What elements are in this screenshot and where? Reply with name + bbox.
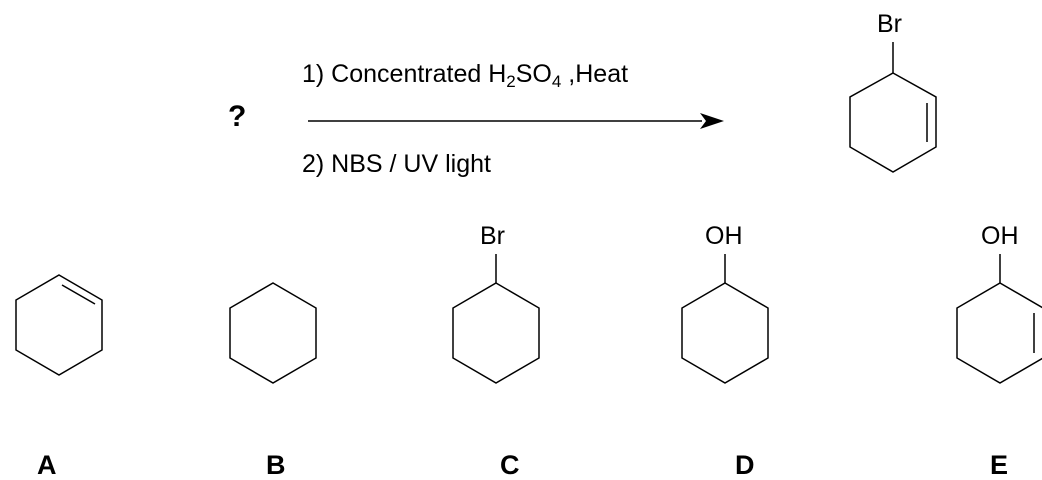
ring-d (681, 282, 769, 384)
choice-letter-c: C (500, 450, 520, 480)
structure-e (956, 254, 1042, 384)
reaction-arrow (308, 113, 724, 129)
condition-step-2: 2) NBS / UV light (302, 150, 491, 178)
condition-step-1-sub1: 2 (506, 72, 516, 91)
condition-step-1-sub2: 4 (551, 72, 562, 91)
ring-c (452, 282, 540, 384)
structure-d (681, 254, 769, 384)
substituent-label-e: OH (981, 222, 1019, 250)
structure-b (229, 282, 317, 384)
ring-b (229, 282, 317, 384)
choice-letter-a: A (37, 450, 57, 480)
condition-step-1: 1) Concentrated H2SO4 ,Heat (302, 60, 629, 91)
ring-e (956, 282, 1042, 384)
unknown-starting-material: ? (228, 100, 247, 133)
structure-c (452, 254, 540, 384)
choice-letter-e: E (990, 450, 1009, 480)
substituent-label-c: Br (480, 222, 505, 250)
product-br-label: Br (877, 10, 902, 38)
choice-letter-b: B (266, 450, 286, 480)
choice-letter-d: D (735, 450, 755, 480)
structure-a (15, 274, 103, 376)
product-structure (849, 42, 937, 173)
double-bond-a (61, 284, 96, 305)
ring-a (15, 274, 103, 376)
condition-step-1-prefix: 1) Concentrated H (302, 60, 507, 88)
substituent-label-d: OH (705, 222, 743, 250)
condition-step-1-suffix: ,Heat (561, 60, 629, 88)
product-ring (849, 72, 937, 173)
condition-step-1-mid: SO (515, 60, 552, 88)
